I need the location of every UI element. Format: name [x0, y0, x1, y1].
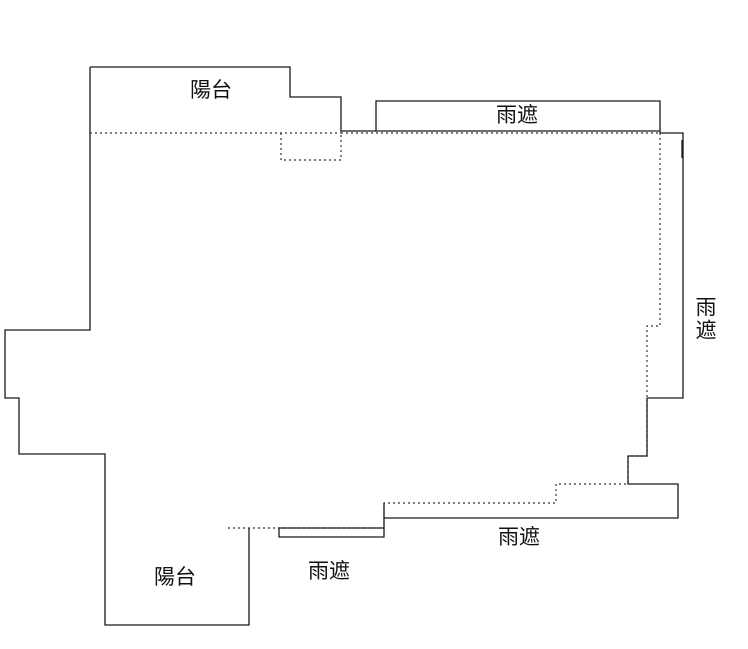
label-balcony-top: 陽台 — [190, 78, 232, 102]
label-canopy-right: 雨遮 — [693, 296, 717, 342]
right-wall-dotted — [279, 133, 661, 529]
label-canopy-top: 雨遮 — [496, 103, 538, 127]
label-balcony-bottom: 陽台 — [154, 565, 196, 589]
balcony-top-dotted-edge — [90, 131, 342, 161]
label-canopy-bottom-middle: 雨遮 — [308, 559, 350, 583]
right-steps-outline — [384, 398, 679, 519]
canopy-bottom-outline — [278, 503, 385, 538]
building-outline — [4, 66, 661, 626]
label-canopy-bottom-right: 雨遮 — [498, 525, 540, 549]
canopy-right-outline — [647, 132, 684, 399]
canopy-top-outline — [375, 100, 661, 131]
